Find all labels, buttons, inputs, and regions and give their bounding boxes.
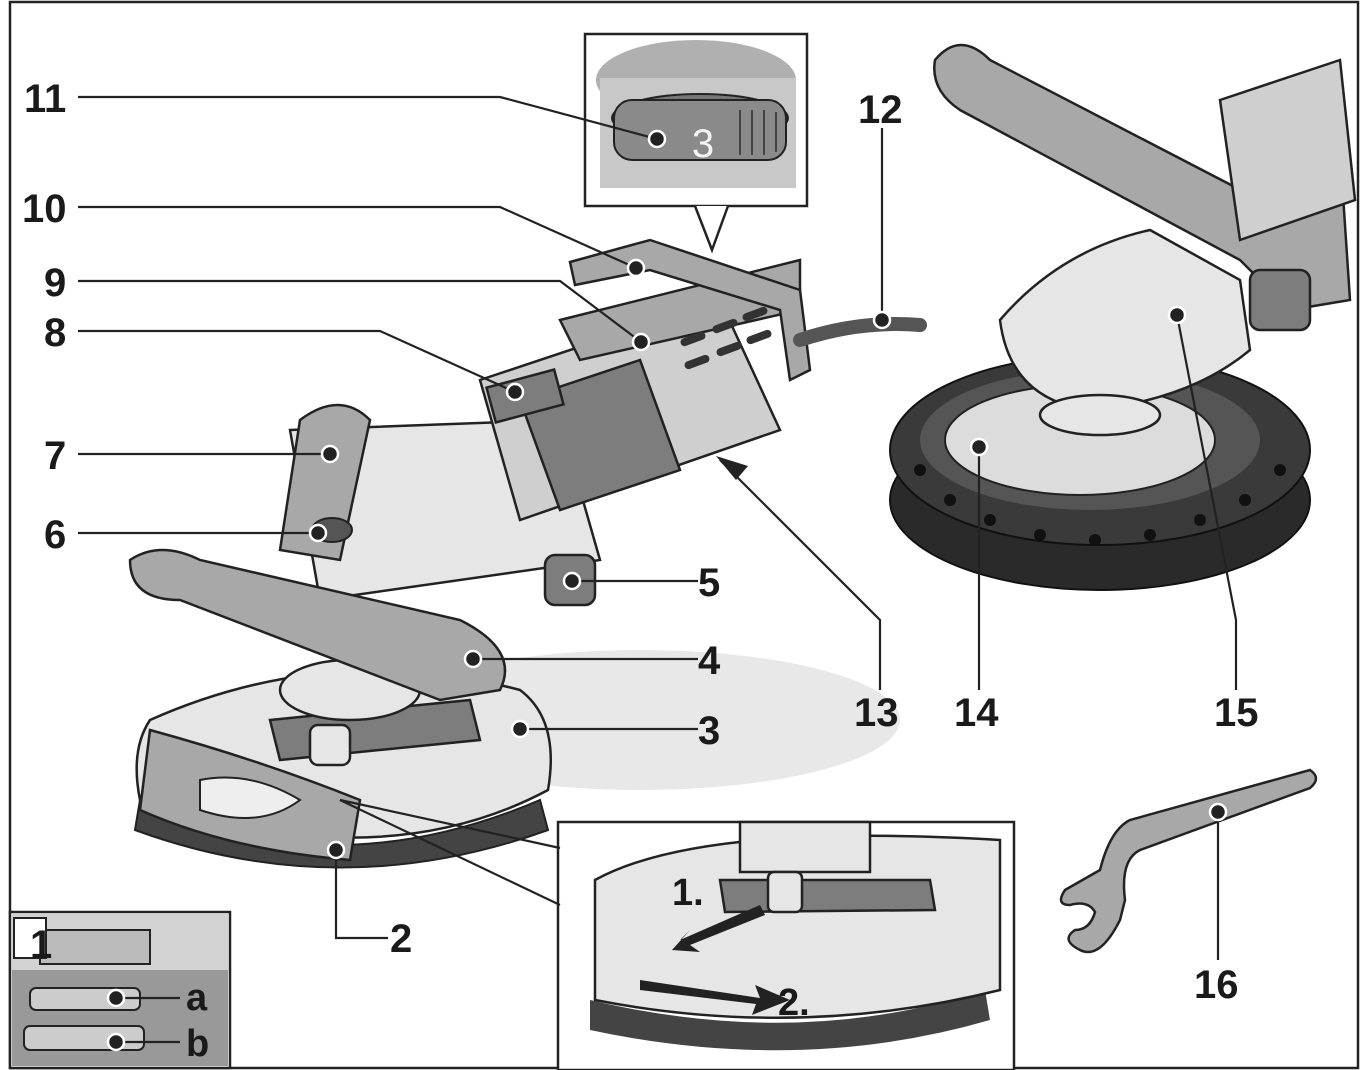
leader-lines [78, 95, 1238, 1044]
callout-2: 2 [390, 917, 412, 961]
step-2-label: 2. [778, 982, 810, 1024]
right-grinder-illustration [889, 43, 1357, 591]
callout-11: 11 [24, 77, 66, 121]
callout-14: 14 [954, 691, 999, 735]
wrench-illustration [1059, 768, 1318, 954]
main-grinder-illustration [128, 238, 927, 869]
inset-letter-a: a [186, 977, 208, 1019]
callout-3: 3 [698, 709, 720, 753]
callout-16: 16 [1194, 963, 1239, 1007]
callout-4: 4 [698, 639, 721, 683]
callout-12: 12 [858, 88, 903, 132]
callout-9: 9 [44, 261, 66, 305]
speed-dial-inset: 3 [583, 32, 809, 254]
callout-13: 13 [854, 691, 899, 735]
callout-8: 8 [44, 311, 66, 355]
callout-6: 6 [44, 513, 66, 557]
step-1-label: 1. [672, 872, 704, 914]
callout-5: 5 [698, 561, 720, 605]
callout-7: 7 [44, 434, 66, 478]
dial-setting-label: 3 [692, 122, 714, 166]
callout-15: 15 [1214, 691, 1259, 735]
callout-1: 1 [30, 923, 52, 967]
callout-dots [106, 129, 1228, 1052]
inset-letter-b: b [186, 1023, 209, 1065]
guard-adjust-inset: 1. 2. [556, 820, 1016, 1070]
callout-10: 10 [22, 187, 67, 231]
